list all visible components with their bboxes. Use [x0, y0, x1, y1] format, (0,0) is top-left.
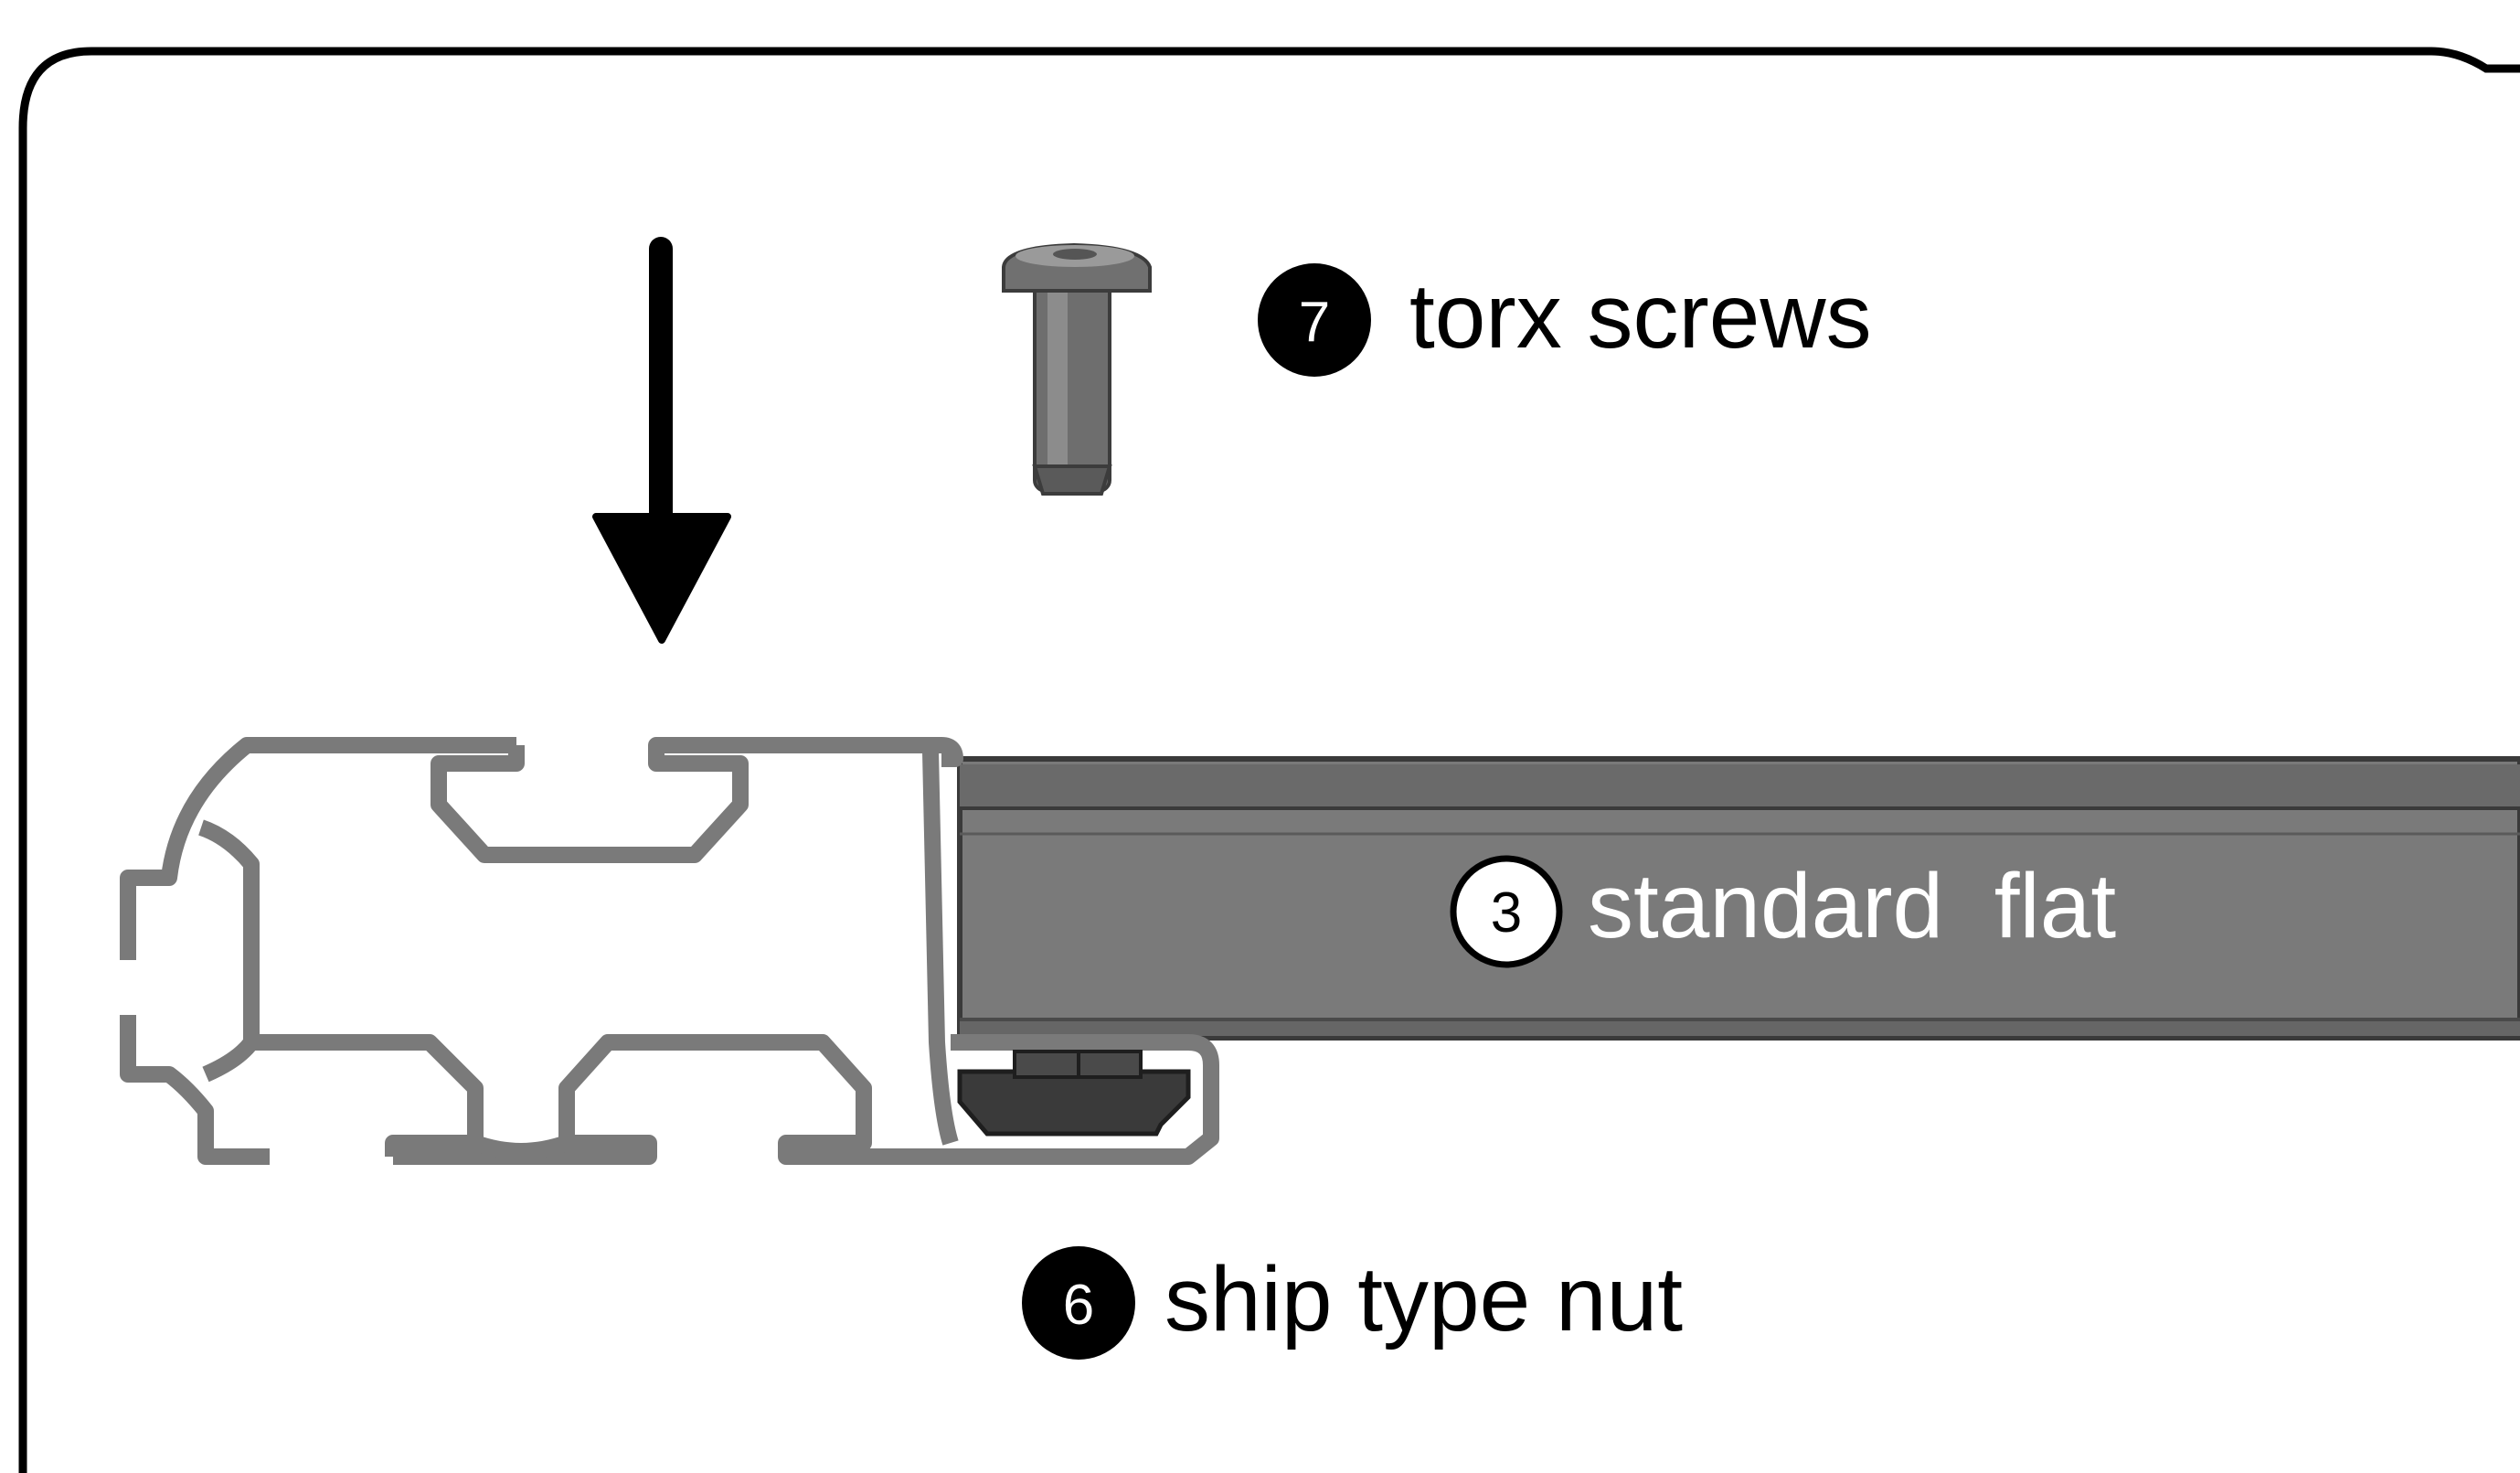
diagram-frame	[18, 47, 2520, 1473]
aluminium-profile	[120, 737, 1219, 1165]
badge-number: 3	[1491, 881, 1522, 945]
badge-number: 7	[1299, 291, 1330, 354]
number-badge-6	[1022, 1246, 1135, 1360]
standard-flat-bar	[957, 756, 2520, 1041]
insert-direction-arrow	[592, 237, 731, 644]
label-text: standard flat	[1588, 855, 2116, 957]
ship-type-nut-icon	[957, 1050, 1191, 1137]
torx-screw-icon	[1002, 242, 1152, 496]
badge-number: 6	[1063, 1274, 1094, 1337]
label-ship-type-nut: 6 ship type nut	[1022, 1246, 1683, 1360]
number-badge-3	[1450, 855, 1563, 968]
number-badge-7	[1258, 263, 1371, 377]
label-text: torx screws	[1409, 265, 1872, 368]
label-text: ship type nut	[1164, 1248, 1683, 1350]
label-standard-flat: 3 standard flat	[1450, 855, 2116, 968]
label-torx-screws: 7 torx screws	[1258, 263, 1872, 377]
